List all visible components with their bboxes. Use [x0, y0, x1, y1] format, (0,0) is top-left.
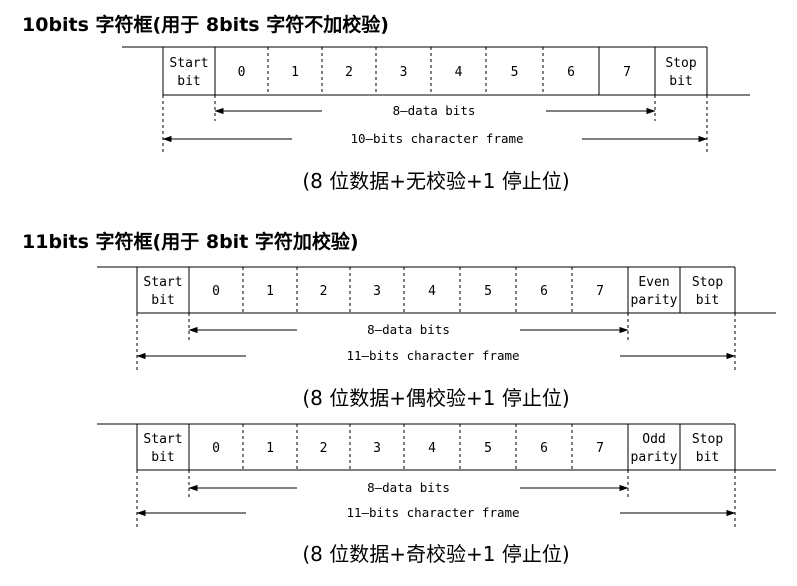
cell-label: 3: [373, 441, 381, 456]
frame-section-11bits-even: 11bits 字符框(用于 8bit 字符加校验) Start bit 0 1 2 3 4 5…: [22, 230, 776, 410]
cell-label: 3: [400, 65, 408, 80]
cell-label: 2: [345, 65, 353, 80]
cell-label: 1: [266, 441, 274, 456]
cell-label: 2: [320, 284, 328, 299]
data-bits-label: 8—data bits: [367, 480, 450, 495]
cell-label: 4: [455, 65, 463, 80]
cell-label: Even: [638, 275, 669, 290]
cell-label: parity: [631, 293, 678, 308]
cell-label: bit: [696, 293, 719, 308]
cell-label: 7: [623, 65, 631, 80]
cell-label: Stop: [692, 432, 723, 447]
frame-section-11bits-odd: Start bit 0 1 2 3 4 5 6 7 Odd parity Stop bit 8—data …: [97, 423, 776, 566]
frame-label: 11—bits character frame: [346, 348, 519, 363]
cell-label: 1: [291, 65, 299, 80]
cell-label: 0: [212, 284, 220, 299]
cell-label: 6: [567, 65, 575, 80]
character-frame-span: 11—bits character frame: [136, 505, 736, 520]
section-heading: 10bits 字符框(用于 8bits 字符不加校验): [22, 13, 389, 36]
cell-label: Odd: [642, 432, 665, 447]
cell-label: 5: [511, 65, 519, 80]
cell-label: 0: [212, 441, 220, 456]
cell-label: 6: [540, 284, 548, 299]
cell-label: bit: [696, 450, 719, 465]
cell-label: Stop: [692, 275, 723, 290]
cell-label: 3: [373, 284, 381, 299]
frame-box: Start bit 0 1 2 3 4 5 6 7 Stop bit: [122, 46, 750, 155]
frame-label: 11—bits character frame: [346, 505, 519, 520]
frame-box: Start bit 0 1 2 3 4 5 6 7 Even parity Stop bit: [97, 266, 776, 372]
cell-label: Stop: [665, 56, 696, 71]
data-bits-span: 8—data bits: [188, 322, 629, 337]
data-bits-label: 8—data bits: [393, 103, 476, 118]
format-caption: (8 位数据+偶校验+1 停止位): [302, 386, 569, 410]
cell-label: 6: [540, 441, 548, 456]
cell-label: 5: [484, 284, 492, 299]
frame-label: 10—bits character frame: [350, 131, 523, 146]
cell-label: bit: [177, 74, 200, 89]
cell-label: bit: [669, 74, 692, 89]
character-frame-span: 10—bits character frame: [162, 131, 708, 146]
format-caption: (8 位数据+无校验+1 停止位): [302, 169, 569, 193]
data-bits-label: 8—data bits: [367, 322, 450, 337]
frame-box: Start bit 0 1 2 3 4 5 6 7 Odd parity Stop bit: [97, 423, 776, 530]
cell-label: bit: [151, 293, 174, 308]
cell-label: Start: [143, 432, 182, 447]
cell-label: 7: [596, 441, 604, 456]
format-caption: (8 位数据+奇校验+1 停止位): [302, 542, 569, 566]
cell-label: 2: [320, 441, 328, 456]
cell-label: 5: [484, 441, 492, 456]
character-frame-span: 11—bits character frame: [136, 348, 736, 363]
cell-label: 1: [266, 284, 274, 299]
cell-label: Start: [143, 275, 182, 290]
cell-label: 4: [428, 284, 436, 299]
cell-label: 7: [596, 284, 604, 299]
cell-label: Start: [169, 56, 208, 71]
data-bits-span: 8—data bits: [188, 480, 629, 495]
cell-label: 4: [428, 441, 436, 456]
cell-label: bit: [151, 450, 174, 465]
data-bits-span: 8—data bits: [214, 103, 656, 118]
cell-label: 0: [238, 65, 246, 80]
section-heading: 11bits 字符框(用于 8bit 字符加校验): [22, 230, 359, 253]
frame-section-10bits: 10bits 字符框(用于 8bits 字符不加校验) Start bit 0 1 2 3…: [22, 13, 750, 193]
cell-label: parity: [631, 450, 678, 465]
